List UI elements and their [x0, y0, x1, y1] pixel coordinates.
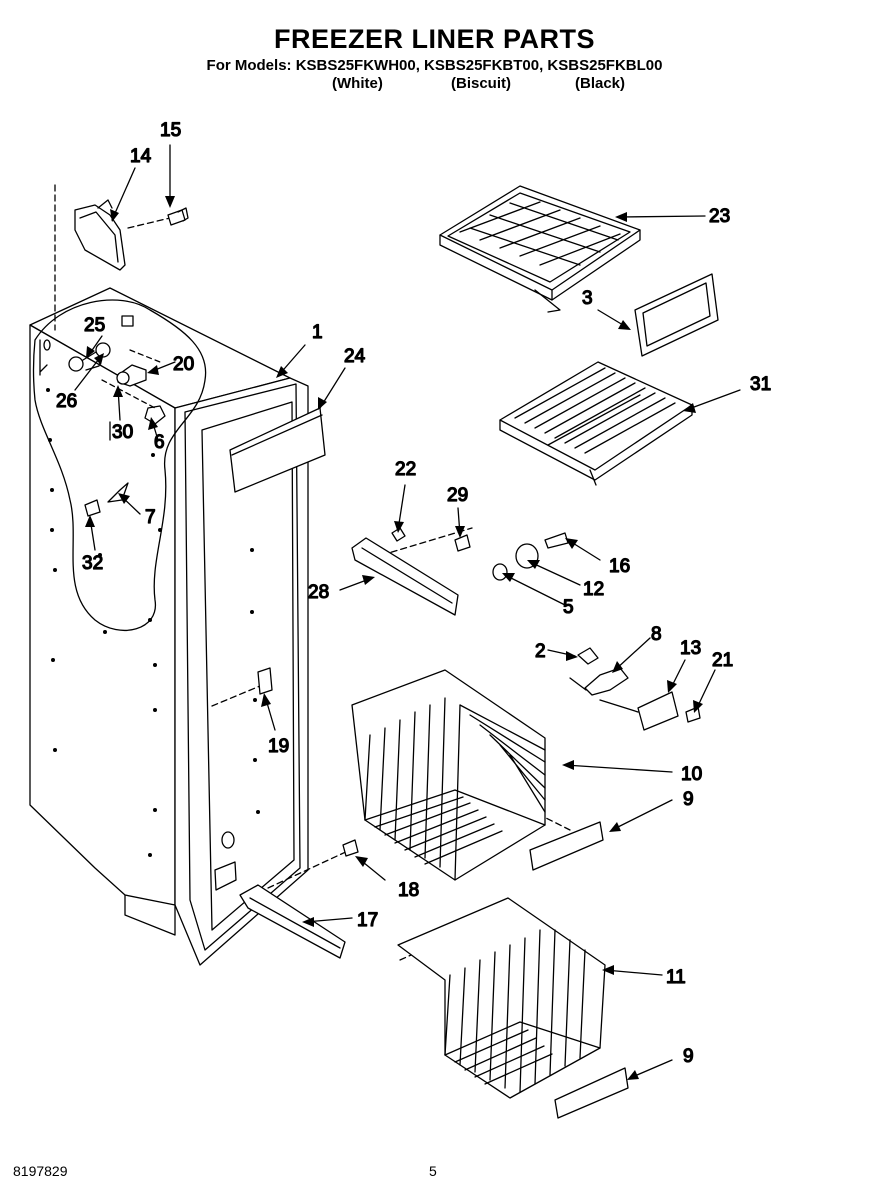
callout-14: 14: [130, 146, 152, 167]
callout-30: 30: [112, 422, 133, 443]
wiring-harness: [32, 299, 207, 632]
rail-screw-29: [454, 534, 471, 552]
models-line: For Models: KSBS25FKWH00, KSBS25FKBT00, …: [206, 57, 663, 74]
screw-part: [167, 207, 189, 226]
switch-part: [257, 667, 273, 695]
basket-trim-upper: [529, 821, 604, 871]
callout-9-upper: 9: [683, 789, 694, 810]
callout-23: 23: [709, 206, 730, 227]
top-shelf-part: [439, 185, 641, 313]
lower-basket-part: [397, 897, 606, 1099]
document-number: 8197829: [13, 1163, 68, 1179]
hinge-bracket-part: [74, 199, 126, 271]
callout-13: 13: [680, 638, 701, 659]
callout-24: 24: [344, 346, 366, 367]
freezer-liner-body: [29, 287, 309, 966]
callout-9-lower: 9: [683, 1046, 694, 1067]
callout-3: 3: [582, 288, 593, 309]
callout-12: 12: [583, 579, 604, 600]
lower-rail-part: [239, 884, 346, 959]
callout-25: 25: [84, 315, 105, 336]
arrowheads: [85, 196, 703, 1080]
callout-11: 11: [666, 967, 686, 988]
light-assembly: [68, 315, 166, 517]
page-title: FREEZER LINER PARTS: [273, 24, 595, 54]
callout-6: 6: [154, 432, 165, 453]
variant-black: (Black): [575, 75, 626, 92]
callout-21: 21: [712, 650, 733, 671]
callout-10: 10: [681, 764, 702, 785]
callout-26: 26: [56, 391, 77, 412]
upper-basket-part: [351, 669, 546, 881]
callout-8: 8: [651, 624, 662, 645]
callout-16: 16: [609, 556, 630, 577]
callout-2: 2: [535, 641, 546, 662]
callout-7: 7: [145, 507, 156, 528]
callout-1: 1: [312, 322, 323, 343]
wire-shelf-part: [499, 361, 693, 486]
roller-assembly: [492, 532, 569, 581]
callout-20: 20: [173, 354, 194, 375]
page-number: 5: [429, 1163, 437, 1179]
callout-19: 19: [268, 736, 289, 757]
basket-trim-lower: [554, 1067, 629, 1119]
callout-18: 18: [398, 880, 419, 901]
callout-15: 15: [160, 120, 181, 141]
trim-strip-part: [229, 407, 326, 493]
control-assembly: [569, 647, 701, 731]
callout-32: 32: [82, 553, 103, 574]
callout-31: 31: [750, 374, 771, 395]
harness-clip: [39, 339, 48, 376]
callout-28: 28: [308, 582, 329, 603]
callout-5: 5: [563, 597, 574, 618]
rail-screw-part: [342, 839, 359, 857]
callout-17: 17: [357, 910, 378, 931]
variant-biscuit: (Biscuit): [451, 75, 511, 92]
shelf-frame-part: [634, 273, 719, 357]
upper-rail-part: [351, 527, 459, 616]
callout-22: 22: [395, 459, 416, 480]
variant-white: (White): [332, 75, 383, 92]
callout-29: 29: [447, 485, 468, 506]
